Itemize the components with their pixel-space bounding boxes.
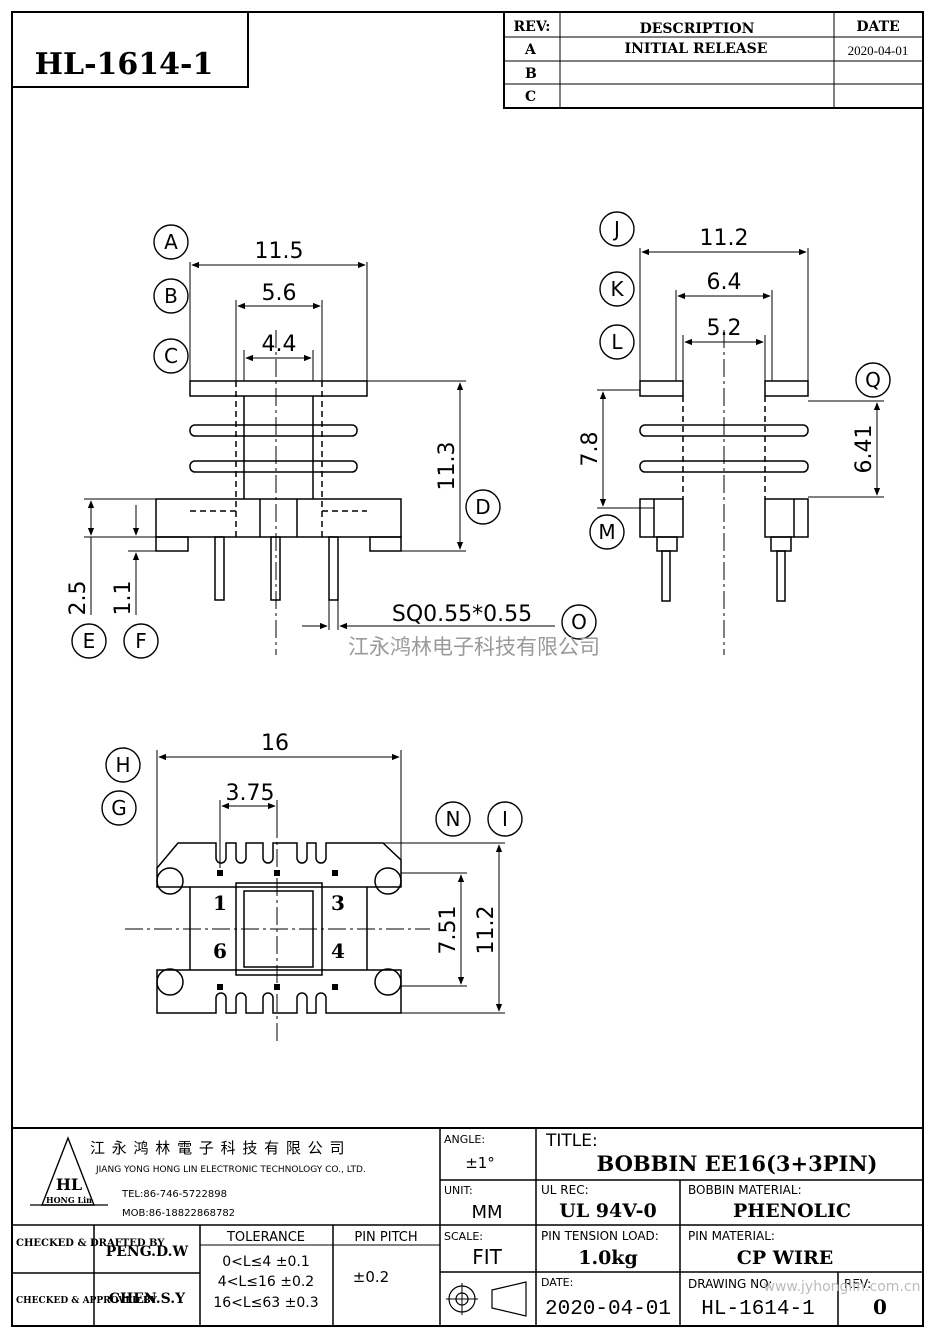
label-k: K: [610, 277, 624, 301]
pin-material-value: CP WIRE: [737, 1247, 834, 1269]
label-o: O: [571, 610, 587, 634]
pin-6: 6: [213, 939, 227, 963]
label-g: G: [111, 796, 127, 820]
dim-d: 11.3: [435, 442, 460, 491]
watermark: 江永鸿林电子科技有限公司: [348, 635, 600, 659]
title-label: TITLE:: [545, 1131, 598, 1151]
dim-j: 11.2: [700, 226, 749, 251]
dim-h: 16: [261, 731, 289, 756]
pin-material-label: PIN MATERIAL:: [688, 1229, 775, 1243]
angle-value: ±1°: [465, 1154, 495, 1172]
sheet-border: [11, 11, 924, 1327]
dim-m: 7.8: [578, 432, 603, 467]
dim-c: 4.4: [262, 332, 297, 357]
label-h: H: [115, 753, 130, 777]
checked-approved-value: CHEN.S.Y: [109, 1291, 186, 1307]
label-m: M: [598, 520, 615, 544]
pin-pitch-value: ±0.2: [353, 1268, 389, 1286]
bobbin-material-value: PHENOLIC: [733, 1200, 851, 1222]
rev-row-b: B: [525, 66, 537, 82]
dim-pin: SQ0.55*0.55: [392, 602, 532, 627]
dim-q: 6.41: [852, 425, 877, 474]
pin-pitch-label: PIN PITCH: [354, 1230, 417, 1245]
date-label: DATE:: [541, 1276, 573, 1289]
title-block: [12, 1127, 923, 1326]
front-view: [84, 261, 555, 655]
rev-value: 0: [873, 1295, 887, 1319]
dimension-values: 11.5 5.6 4.4 11.3 2.5 1.1 SQ0.55*0.55 11…: [66, 226, 877, 954]
dim-l: 5.2: [707, 316, 742, 341]
dim-f: 1.1: [111, 581, 136, 616]
label-n: N: [446, 807, 461, 831]
company-en: JIANG YONG HONG LIN ELECTRONIC TECHNOLOG…: [95, 1165, 366, 1175]
checked-drafted-value: PENG.D.W: [106, 1244, 189, 1260]
date-header: DATE: [856, 19, 899, 35]
label-j: J: [612, 217, 620, 241]
tolerance-3: 16<L≤63 ±0.3: [213, 1295, 318, 1311]
label-c: C: [164, 344, 178, 368]
label-i: I: [502, 807, 508, 831]
revision-table: REV: DESCRIPTION DATE A INITIAL RELEASE …: [503, 11, 924, 109]
tolerance-label: TOLERANCE: [226, 1230, 305, 1245]
tolerance-2: 4<L≤16 ±0.2: [218, 1274, 314, 1290]
rev-row-a-date: 2020-04-01: [848, 43, 909, 58]
scale-value: FIT: [472, 1245, 502, 1269]
title-value: BOBBIN EE16(3+3PIN): [597, 1151, 878, 1176]
dim-g: 3.75: [226, 781, 275, 806]
dim-a: 11.5: [255, 239, 304, 264]
rev-row-c: C: [525, 89, 536, 105]
bottom-view: [125, 750, 505, 1045]
unit-label: UNIT:: [444, 1184, 473, 1197]
company-cn: 江 永 鸿 林 電 子 科 技 有 限 公 司: [90, 1139, 345, 1157]
label-a: A: [164, 230, 178, 254]
unit-value: MM: [471, 1202, 502, 1223]
drawing-no-label: DRAWING NO:: [688, 1277, 772, 1291]
angle-label: ANGLE:: [444, 1133, 485, 1146]
rev-row-a: A: [524, 42, 537, 58]
side-view: [597, 248, 884, 655]
dim-i: 11.2: [474, 906, 499, 955]
website-watermark: www.jyhonglin.com.cn: [764, 1279, 921, 1295]
checked-approved-label: CHECKED & APPROVED BY: [16, 1296, 157, 1306]
logo-sub: HONG Lin: [46, 1195, 92, 1205]
part-number: HL-1614-1: [35, 47, 214, 82]
pin-4: 4: [331, 939, 345, 963]
description-header: DESCRIPTION: [640, 21, 755, 37]
logo-text: HL: [56, 1175, 82, 1194]
dim-b: 5.6: [262, 281, 297, 306]
rev-header: REV:: [514, 19, 551, 35]
pin-tension-label: PIN TENSION LOAD:: [541, 1229, 659, 1243]
dim-e: 2.5: [66, 581, 91, 616]
bobbin-material-label: BOBBIN MATERIAL:: [688, 1183, 802, 1197]
tolerance-1: 0<L≤4 ±0.1: [222, 1254, 310, 1270]
dim-n: 7.51: [436, 906, 461, 955]
pin-1: 1: [213, 891, 227, 915]
ul-label: UL REC:: [541, 1183, 589, 1197]
scale-label: SCALE:: [444, 1230, 483, 1243]
label-letters: A B C D E F O J K L M Q H G N I: [83, 217, 881, 831]
pin-tension-value: 1.0kg: [578, 1247, 638, 1269]
dim-k: 6.4: [707, 270, 742, 295]
pin-numbers: 1 3 6 4: [213, 891, 345, 963]
label-l: L: [611, 330, 623, 354]
label-f: F: [135, 629, 147, 653]
label-circles: [71, 211, 891, 837]
part-number-box: HL-1614-1: [11, 11, 249, 88]
label-e: E: [83, 629, 96, 653]
company-tel: TEL:86-746-5722898: [121, 1189, 227, 1200]
rev-row-a-description: INITIAL RELEASE: [625, 41, 768, 57]
label-b: B: [164, 284, 178, 308]
rev-label: REV:: [844, 1277, 871, 1291]
drawing-no-value: HL-1614-1: [701, 1298, 814, 1321]
pin-3: 3: [331, 891, 345, 915]
date-value: 2020-04-01: [545, 1298, 671, 1321]
label-d: D: [475, 495, 490, 519]
company-mob: MOB:86-18822868782: [122, 1208, 235, 1219]
title-block-text: 江 永 鸿 林 電 子 科 技 有 限 公 司 JIANG YONG HONG …: [16, 1131, 920, 1321]
label-q: Q: [865, 368, 881, 392]
ul-value: UL 94V-0: [559, 1200, 656, 1222]
checked-drafted-label: CHECKED & DRAFTED BY: [16, 1238, 165, 1249]
